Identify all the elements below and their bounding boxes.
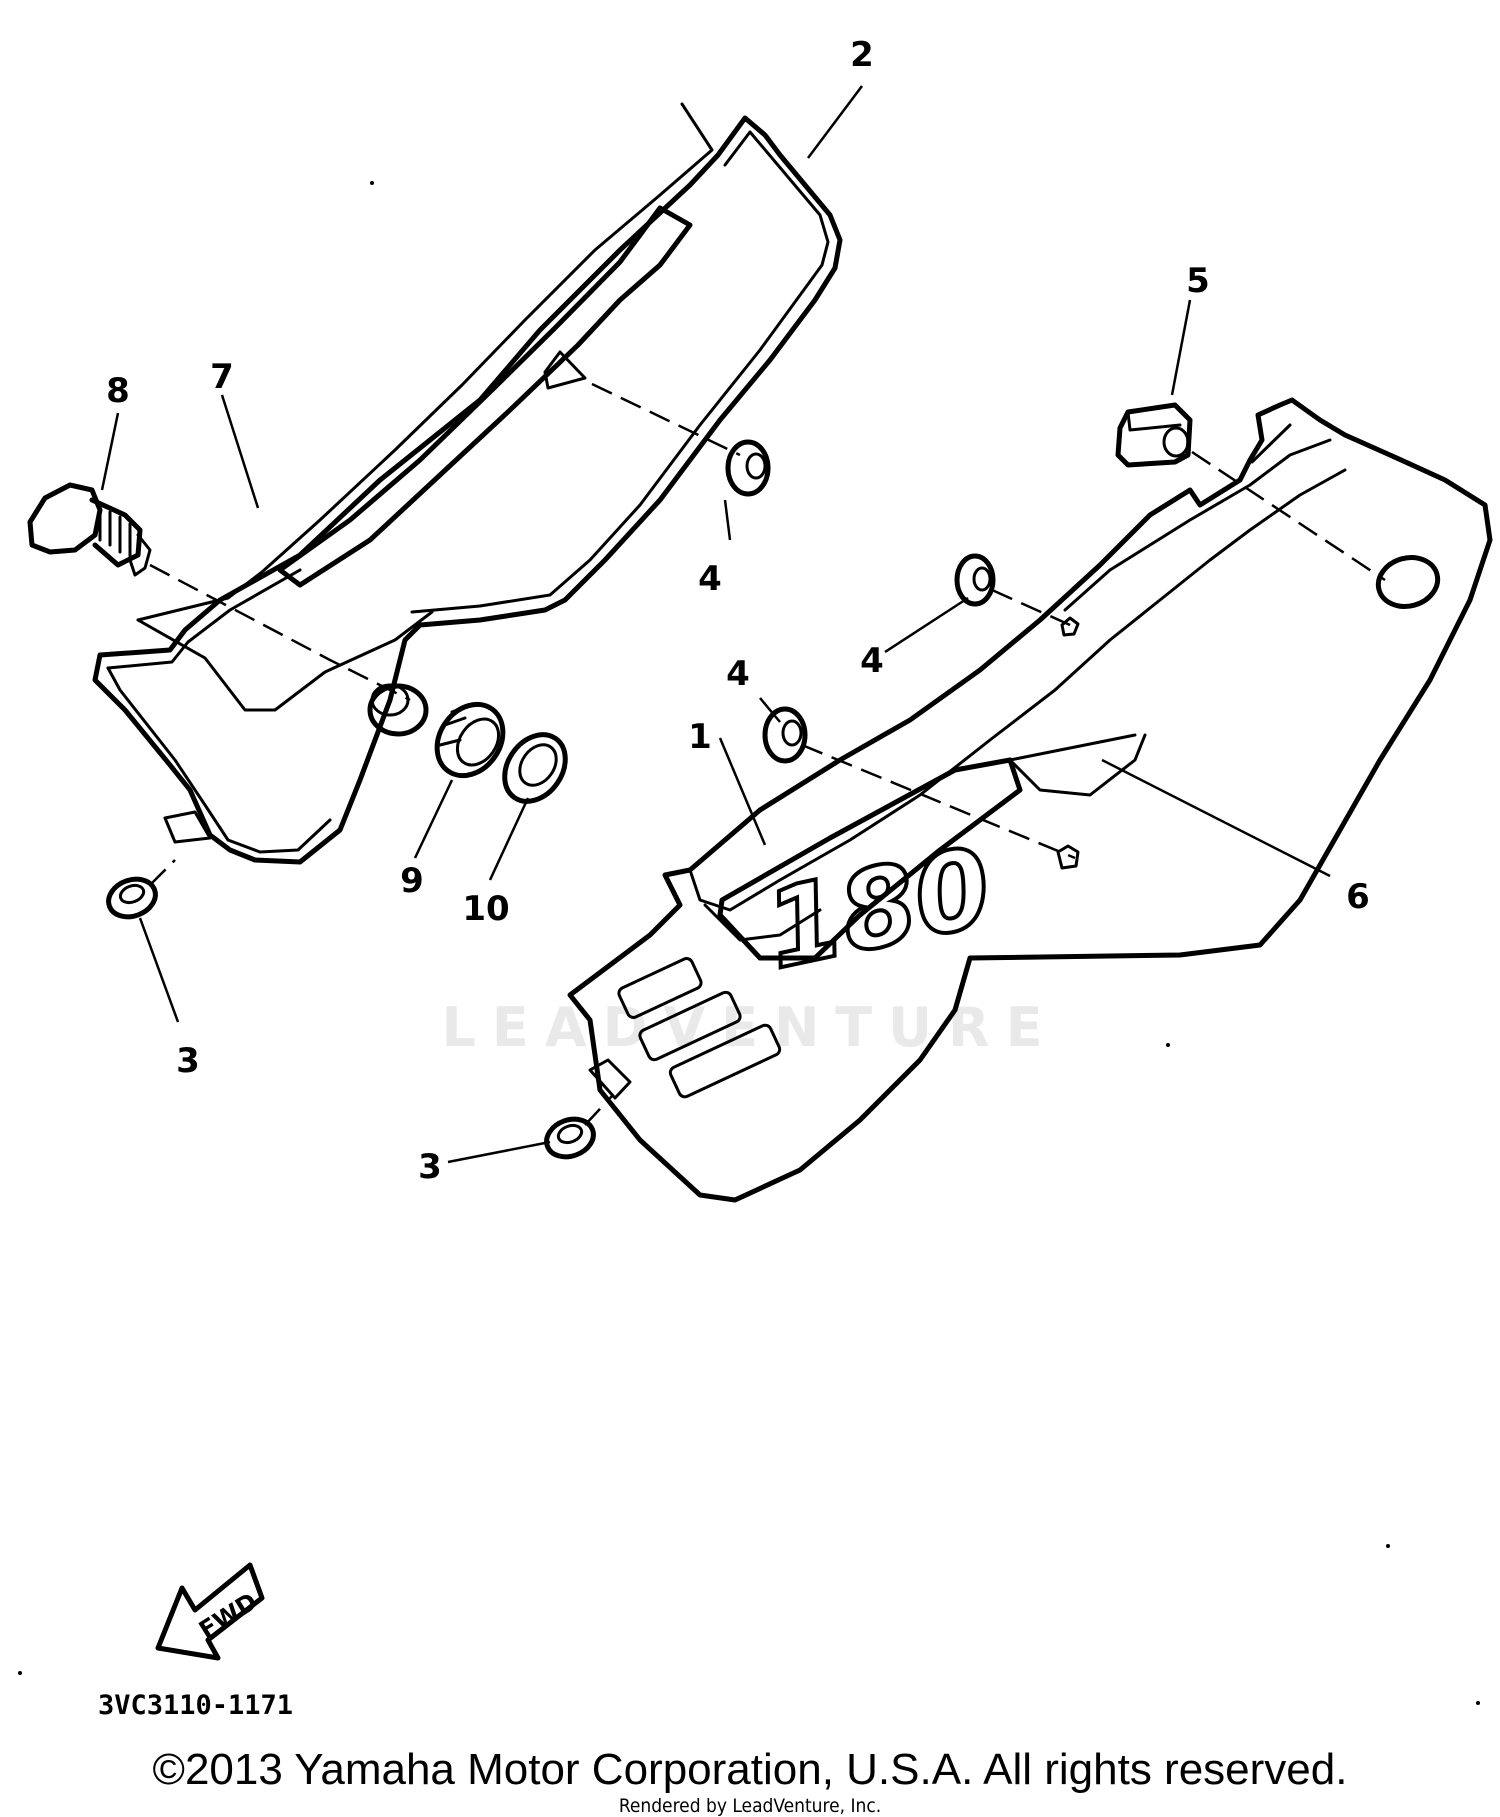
washer	[502, 732, 568, 804]
grommet-right-lower	[762, 706, 808, 764]
dashline-nut	[1191, 450, 1386, 582]
grommet-right-upper	[954, 553, 996, 607]
grommet-3-right	[544, 1116, 596, 1160]
callout-10: 10	[462, 889, 509, 929]
side-cover-emblem-strip	[136, 102, 714, 712]
fwd-arrow-icon: FWD	[155, 1562, 265, 1661]
callout-1: 1	[688, 717, 712, 757]
callout-6: 6	[1346, 877, 1370, 917]
callout-3a: 3	[176, 1041, 200, 1081]
callout-2: 2	[850, 35, 874, 75]
grommet-left-cover	[725, 439, 771, 497]
watermark: LEADVENTURE	[442, 996, 1059, 1059]
lock-assembly	[27, 482, 411, 702]
dashline-grommet-left	[591, 382, 741, 457]
renderer-credit: Rendered by LeadVenture, Inc.	[618, 1795, 882, 1817]
dashline-grommet-right-upper	[991, 588, 1071, 627]
scan-specks	[18, 181, 1480, 1705]
copyright-notice: ©2013 Yamaha Motor Corporation, U.S.A. A…	[152, 1745, 1348, 1794]
callout-9: 9	[400, 861, 424, 901]
callout-4a: 4	[698, 559, 722, 599]
dashline-grommet-3-left	[149, 859, 176, 886]
nut	[1115, 402, 1193, 468]
callouts: 2 8 7 5 4 4 4 1 6 9 10 3 3	[106, 35, 1370, 1187]
callout-8: 8	[106, 371, 130, 411]
callout-5: 5	[1186, 261, 1210, 301]
fwd-label: FWD	[194, 1587, 262, 1644]
diagram-code: 3VC3110-1171	[98, 1690, 294, 1721]
damper	[434, 701, 506, 779]
leader-lines	[100, 85, 1331, 1164]
grommet-3-left	[106, 876, 158, 920]
callout-3b: 3	[418, 1147, 442, 1187]
right-side-cover	[567, 397, 1493, 1203]
callout-4c: 4	[726, 654, 750, 694]
left-side-cover	[92, 115, 843, 865]
dashline-grommet-right-lower	[801, 743, 1076, 860]
callout-7: 7	[210, 357, 234, 397]
callout-4b: 4	[860, 641, 884, 681]
